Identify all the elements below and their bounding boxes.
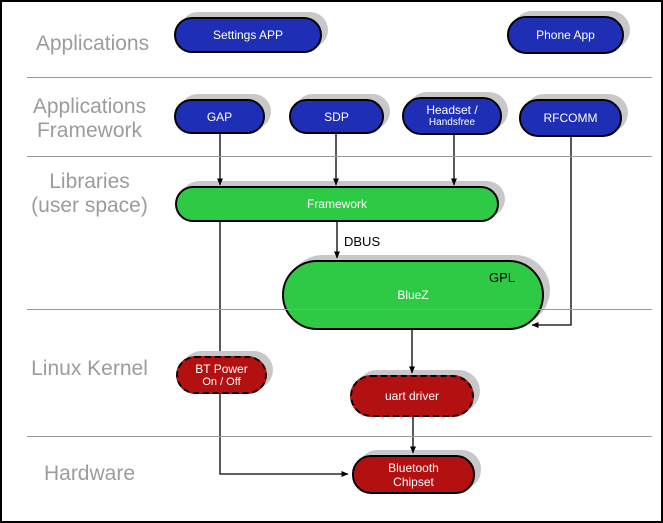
- node-phone-app: Phone App: [507, 16, 624, 54]
- node-settings-app: Settings APP: [174, 17, 322, 53]
- layer-label-text: (user space): [31, 194, 148, 217]
- layer-label-hardware: Hardware: [7, 462, 172, 486]
- node-label-line2: Chipset: [393, 474, 434, 489]
- node-label: BT Power: [195, 362, 248, 376]
- layer-label-linux-kernel: Linux Kernel: [7, 357, 172, 381]
- node-label: Phone App: [536, 28, 595, 42]
- node-label: RFCOMM: [543, 111, 598, 125]
- node-gap: GAP: [174, 99, 265, 134]
- node-bluetooth-chipset: Bluetooth Chipset: [352, 455, 475, 494]
- node-label: Headset /: [426, 103, 478, 117]
- node-headset-handsfree: Headset / Handsfree: [402, 97, 502, 135]
- node-label: BlueZ: [397, 288, 429, 302]
- node-label: Framework: [306, 197, 367, 211]
- layer-label-text: Framework: [36, 119, 142, 142]
- layer-label-applications: Applications: [10, 32, 175, 56]
- layer-label-text: Libraries: [49, 170, 130, 193]
- layer-divider-framework: [27, 156, 652, 157]
- node-framework: Framework: [175, 186, 499, 222]
- dbus-edge-label: DBUS: [344, 234, 381, 249]
- layer-divider-applications: [27, 77, 652, 78]
- node-label-line2: Handsfree: [428, 117, 476, 128]
- node-label: uart driver: [384, 389, 440, 403]
- layer-label-libraries-user-space: Libraries (user space): [7, 170, 172, 218]
- layer-divider-hardware: [27, 436, 652, 437]
- node-label-line2: On / Off: [202, 376, 241, 388]
- node-uart-driver: uart driver: [350, 375, 474, 417]
- node-bluez: GPL BlueZ: [282, 260, 544, 330]
- layer-label-applications-framework: Applications Framework: [7, 95, 172, 143]
- node-sdp: SDP: [289, 99, 384, 134]
- node-bt-power-on-off: BT Power On / Off: [176, 356, 267, 394]
- node-label: Settings APP: [212, 28, 284, 42]
- node-label: GAP: [206, 109, 233, 124]
- node-label: Bluetooth: [388, 460, 439, 475]
- gpl-badge: GPL: [488, 270, 515, 285]
- node-label: SDP: [324, 109, 349, 124]
- layer-label-text: Applications: [32, 95, 147, 118]
- layer-label-text: Hardware: [43, 462, 136, 485]
- layer-label-text: Applications: [35, 32, 150, 55]
- node-rfcomm: RFCOMM: [519, 99, 622, 137]
- layer-label-text: Linux Kernel: [31, 357, 148, 380]
